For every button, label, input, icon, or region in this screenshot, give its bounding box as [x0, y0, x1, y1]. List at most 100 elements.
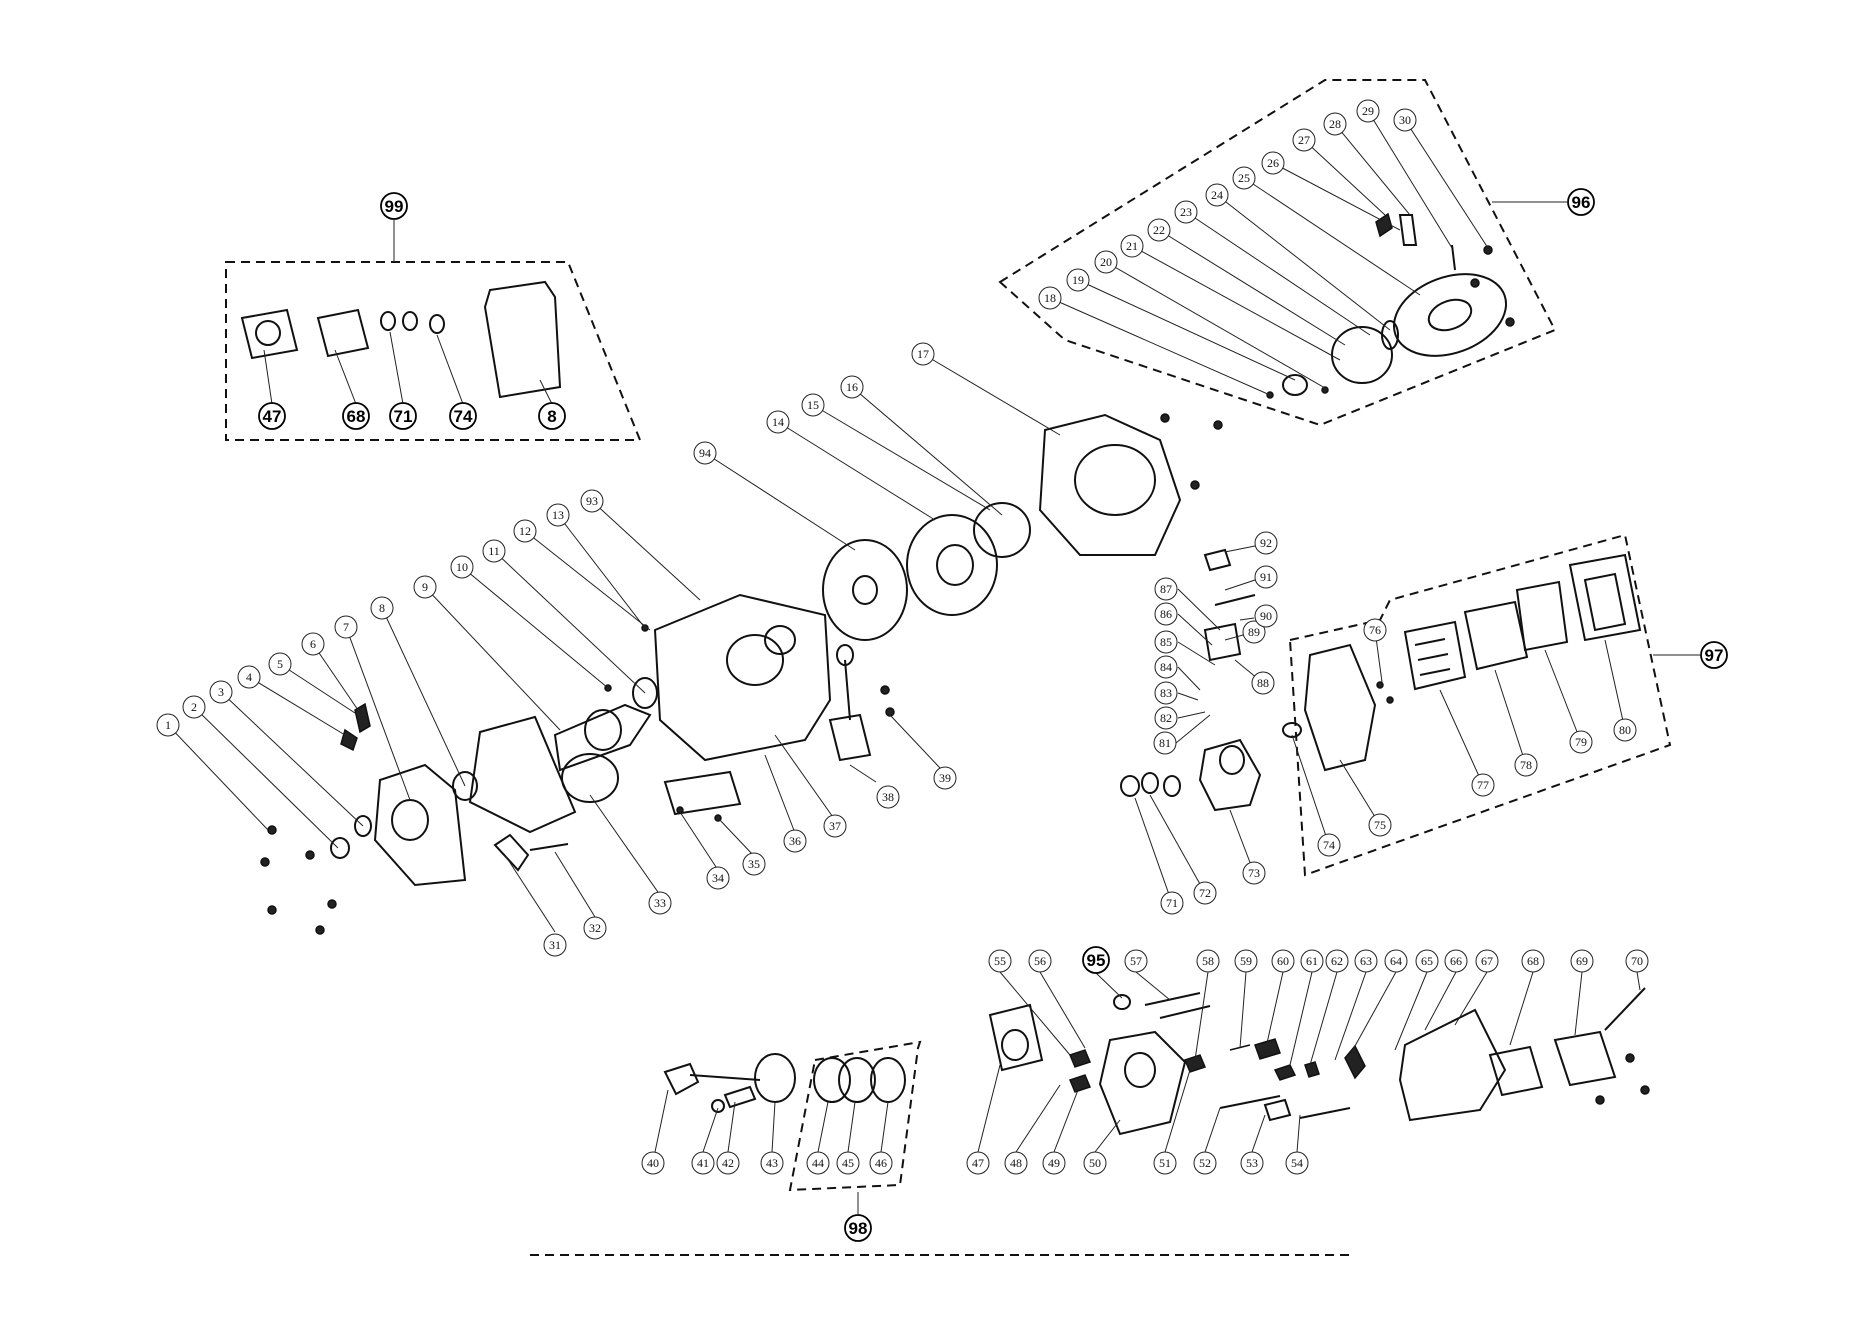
svg-text:4: 4 — [246, 670, 252, 684]
svg-text:13: 13 — [552, 508, 564, 522]
svg-text:45: 45 — [842, 1156, 854, 1170]
callout-86: 86 — [1154, 602, 1178, 626]
svg-text:44: 44 — [812, 1156, 824, 1170]
callout-19: 19 — [1066, 268, 1090, 292]
svg-text:55: 55 — [994, 954, 1006, 968]
svg-text:94: 94 — [699, 446, 711, 460]
choke-parts — [1203, 548, 1232, 572]
kit-95-callout: 95 — [1082, 946, 1110, 974]
callout-69: 69 — [1570, 949, 1594, 973]
svg-text:71: 71 — [1166, 896, 1178, 910]
svg-text:41: 41 — [697, 1156, 709, 1170]
svg-text:8: 8 — [379, 601, 385, 615]
callout-51: 51 — [1153, 1151, 1177, 1175]
callout-32: 32 — [583, 916, 607, 940]
svg-text:18: 18 — [1044, 291, 1056, 305]
callout-39: 39 — [933, 766, 957, 790]
head-gasket-47 — [988, 1003, 1044, 1072]
callout-81: 81 — [1153, 731, 1177, 755]
svg-text:62: 62 — [1331, 954, 1343, 968]
filter-cage-77 — [1403, 620, 1467, 691]
callout-17: 17 — [911, 342, 935, 366]
svg-text:70: 70 — [1631, 954, 1643, 968]
governor-40 — [663, 1062, 700, 1096]
callout-6: 6 — [301, 632, 325, 656]
svg-text:21: 21 — [1126, 239, 1138, 253]
callout-58: 58 — [1196, 949, 1220, 973]
kit-99-member-74: 74 — [449, 402, 477, 430]
svg-text:2: 2 — [191, 700, 197, 714]
svg-text:20: 20 — [1100, 255, 1112, 269]
flywheel-14 — [906, 514, 998, 616]
svg-text:30: 30 — [1399, 113, 1411, 127]
callout-29: 29 — [1356, 99, 1380, 123]
svg-text:74: 74 — [1323, 838, 1335, 852]
svg-text:66: 66 — [1450, 954, 1462, 968]
svg-text:24: 24 — [1211, 188, 1223, 202]
svg-text:81: 81 — [1159, 736, 1171, 750]
governor-arm-31 — [493, 833, 530, 872]
callout-45: 45 — [836, 1151, 860, 1175]
svg-text:88: 88 — [1257, 676, 1269, 690]
callout-46: 46 — [869, 1151, 893, 1175]
callout-9: 9 — [413, 575, 437, 599]
callout-94: 94 — [693, 441, 717, 465]
kit-99-callout: 99 — [380, 192, 408, 220]
callout-91: 91 — [1254, 565, 1278, 589]
callout-1: 1 — [156, 713, 180, 737]
callout-67: 67 — [1475, 949, 1499, 973]
cylinder-head-gasket-47 — [240, 308, 299, 360]
svg-text:26: 26 — [1267, 156, 1279, 170]
kit-96-boundary — [998, 79, 1557, 427]
callout-71: 71 — [1160, 891, 1184, 915]
callout-55: 55 — [988, 949, 1012, 973]
callout-7: 7 — [334, 615, 358, 639]
kit-97-boundary — [1288, 533, 1672, 877]
svg-text:85: 85 — [1160, 635, 1172, 649]
callout-24: 24 — [1205, 183, 1229, 207]
callout-44: 44 — [806, 1151, 830, 1175]
callout-31: 31 — [543, 933, 567, 957]
svg-text:57: 57 — [1130, 954, 1142, 968]
callout-82: 82 — [1154, 706, 1178, 730]
side-cover-7 — [373, 763, 467, 887]
engine-core-parts — [260, 413, 1223, 935]
svg-text:33: 33 — [654, 896, 666, 910]
filter-gasket-78 — [1463, 600, 1529, 671]
callout-12: 12 — [513, 519, 537, 543]
svg-text:47: 47 — [972, 1156, 984, 1170]
callout-36: 36 — [783, 829, 807, 853]
rocker-cover-69 — [1553, 1030, 1617, 1087]
svg-text:68: 68 — [1527, 954, 1539, 968]
callout-87: 87 — [1154, 577, 1178, 601]
callout-92: 92 — [1254, 531, 1278, 555]
svg-text:51: 51 — [1159, 1156, 1171, 1170]
crankcase-93 — [653, 593, 832, 762]
callout-33: 33 — [648, 891, 672, 915]
kit-99-member-47: 47 — [258, 402, 286, 430]
kit-callouts: 99 47 68 71 74 8 96 97 98 95 — [258, 188, 1728, 1242]
callout-43: 43 — [760, 1151, 784, 1175]
svg-text:31: 31 — [549, 938, 561, 952]
callout-85: 85 — [1154, 630, 1178, 654]
svg-text:92: 92 — [1260, 536, 1272, 550]
callout-5: 5 — [268, 652, 292, 676]
valve-cover-gasket-68 — [316, 308, 370, 358]
rod-70 — [1604, 987, 1646, 1031]
svg-text:74: 74 — [454, 407, 473, 426]
svg-text:82: 82 — [1160, 711, 1172, 725]
cylinder-head-parts — [988, 987, 1650, 1136]
svg-text:42: 42 — [722, 1156, 734, 1170]
kit-99-boundary — [225, 261, 642, 441]
callout-65: 65 — [1415, 949, 1439, 973]
recoil-starter-parts — [1266, 212, 1515, 399]
callout-26: 26 — [1261, 151, 1285, 175]
svg-text:12: 12 — [519, 524, 531, 538]
svg-text:46: 46 — [875, 1156, 887, 1170]
svg-text:1: 1 — [165, 718, 171, 732]
callout-37: 37 — [823, 814, 847, 838]
svg-text:83: 83 — [1160, 686, 1172, 700]
callout-35: 35 — [742, 852, 766, 876]
svg-text:50: 50 — [1089, 1156, 1101, 1170]
air-filter-cover-80 — [1568, 553, 1642, 642]
